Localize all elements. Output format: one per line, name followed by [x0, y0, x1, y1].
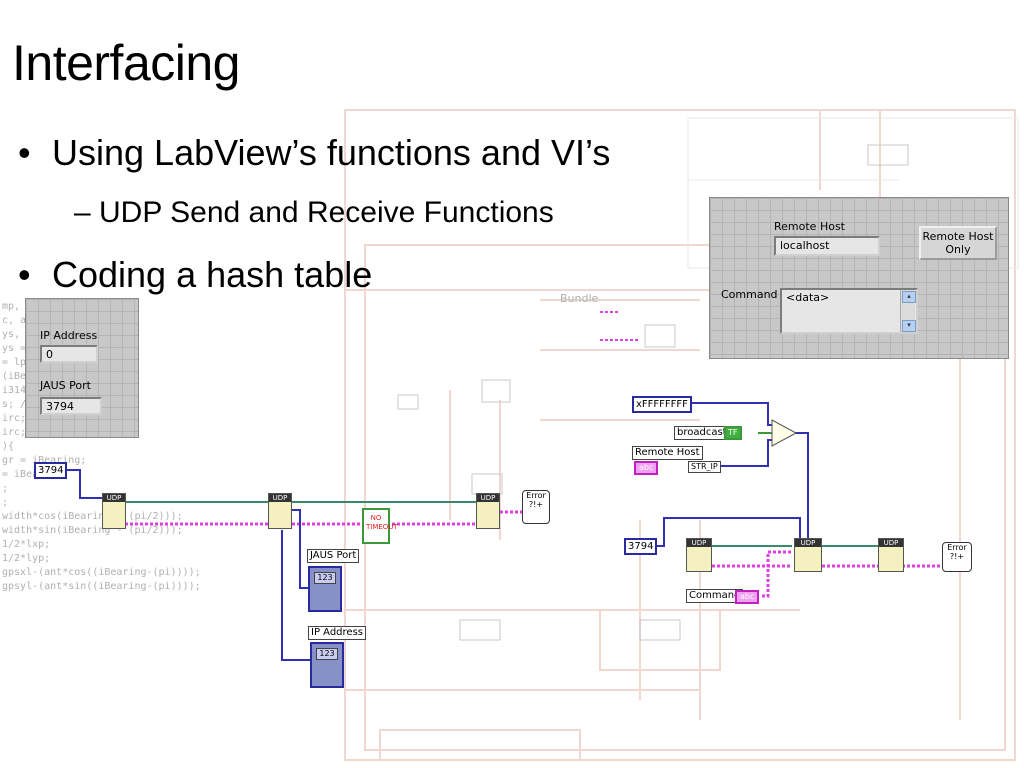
udp-open-node-right[interactable]: UDP	[686, 538, 712, 572]
remote-host-terminal-label: Remote Host	[632, 446, 703, 460]
command-terminal-label: Command	[686, 589, 744, 603]
indicator-value: 123	[314, 572, 336, 584]
right-front-panel: Remote Host localhost Remote Host Only C…	[709, 197, 1009, 359]
remote-host-field[interactable]: localhost	[774, 236, 880, 256]
jaus-port-indicator[interactable]: 123	[308, 566, 342, 612]
ip-address-indicator-label: IP Address	[308, 626, 366, 640]
jaus-port-indicator-label: JAUS Port	[307, 549, 360, 563]
command-string-terminal: abc	[735, 590, 760, 604]
udp-node-label: UDP	[103, 494, 125, 502]
port-constant: 3794	[34, 462, 68, 479]
udp-node-label: UDP	[477, 494, 499, 502]
hex-constant: xFFFFFFFF	[632, 396, 692, 413]
jaus-port-field[interactable]: 3794	[40, 397, 102, 415]
error-handler-icon-right[interactable]: Error ?!+	[942, 542, 972, 572]
scroll-up-icon[interactable]: ▴	[902, 291, 916, 303]
udp-node-label: UDP	[269, 494, 291, 502]
broadcast-label: broadcast	[674, 426, 730, 440]
udp-close-node-right[interactable]: UDP	[878, 538, 904, 572]
ip-address-indicator[interactable]: 123	[310, 642, 344, 688]
str-ip-node[interactable]: STR_IP	[688, 461, 721, 473]
left-front-panel: IP Address 0 JAUS Port 3794	[25, 298, 139, 438]
udp-node-label: UDP	[879, 539, 903, 547]
command-label: Command	[721, 288, 778, 301]
bullet-text: Coding a hash table	[52, 254, 373, 295]
bullet-text: Using LabView’s functions and VI’s	[52, 132, 611, 173]
indicator-value: 123	[316, 648, 338, 660]
sub-bullet-item: – UDP Send and Receive Functions	[74, 196, 554, 229]
scroll-down-icon[interactable]: ▾	[902, 320, 916, 332]
command-scrollbar[interactable]: ▴ ▾	[900, 290, 916, 332]
error-handler-icon[interactable]: Error ?!+	[522, 490, 550, 524]
udp-node-label: UDP	[795, 539, 821, 547]
remote-host-string-terminal: abc	[634, 461, 659, 475]
boolean-tf-terminal: TF	[724, 426, 742, 440]
udp-read-node[interactable]: UDP	[268, 493, 292, 529]
command-field[interactable]: <data>	[780, 288, 918, 334]
remote-host-label: Remote Host	[774, 220, 845, 233]
no-timeout-case[interactable]: NO TIMEOUT	[362, 508, 398, 544]
ip-address-label: IP Address	[40, 329, 98, 342]
ip-address-field[interactable]: 0	[40, 345, 98, 363]
slide-title: Interfacing	[12, 35, 240, 91]
udp-write-node[interactable]: UDP	[794, 538, 822, 572]
udp-open-node[interactable]: UDP	[102, 493, 126, 529]
remote-host-only-button[interactable]: Remote Host Only	[919, 226, 997, 260]
bullet-dot-icon: •	[18, 132, 31, 173]
bullet-item: • Coding a hash table	[18, 254, 372, 296]
udp-node-label: UDP	[687, 539, 711, 547]
bullet-item: • Using LabView’s functions and VI’s	[18, 132, 610, 174]
udp-close-node[interactable]: UDP	[476, 493, 500, 529]
bullet-dot-icon: •	[18, 254, 31, 295]
port-constant-right: 3794	[624, 538, 658, 555]
bundle-label: Bundle	[560, 292, 599, 305]
jaus-port-label: JAUS Port	[40, 379, 91, 392]
